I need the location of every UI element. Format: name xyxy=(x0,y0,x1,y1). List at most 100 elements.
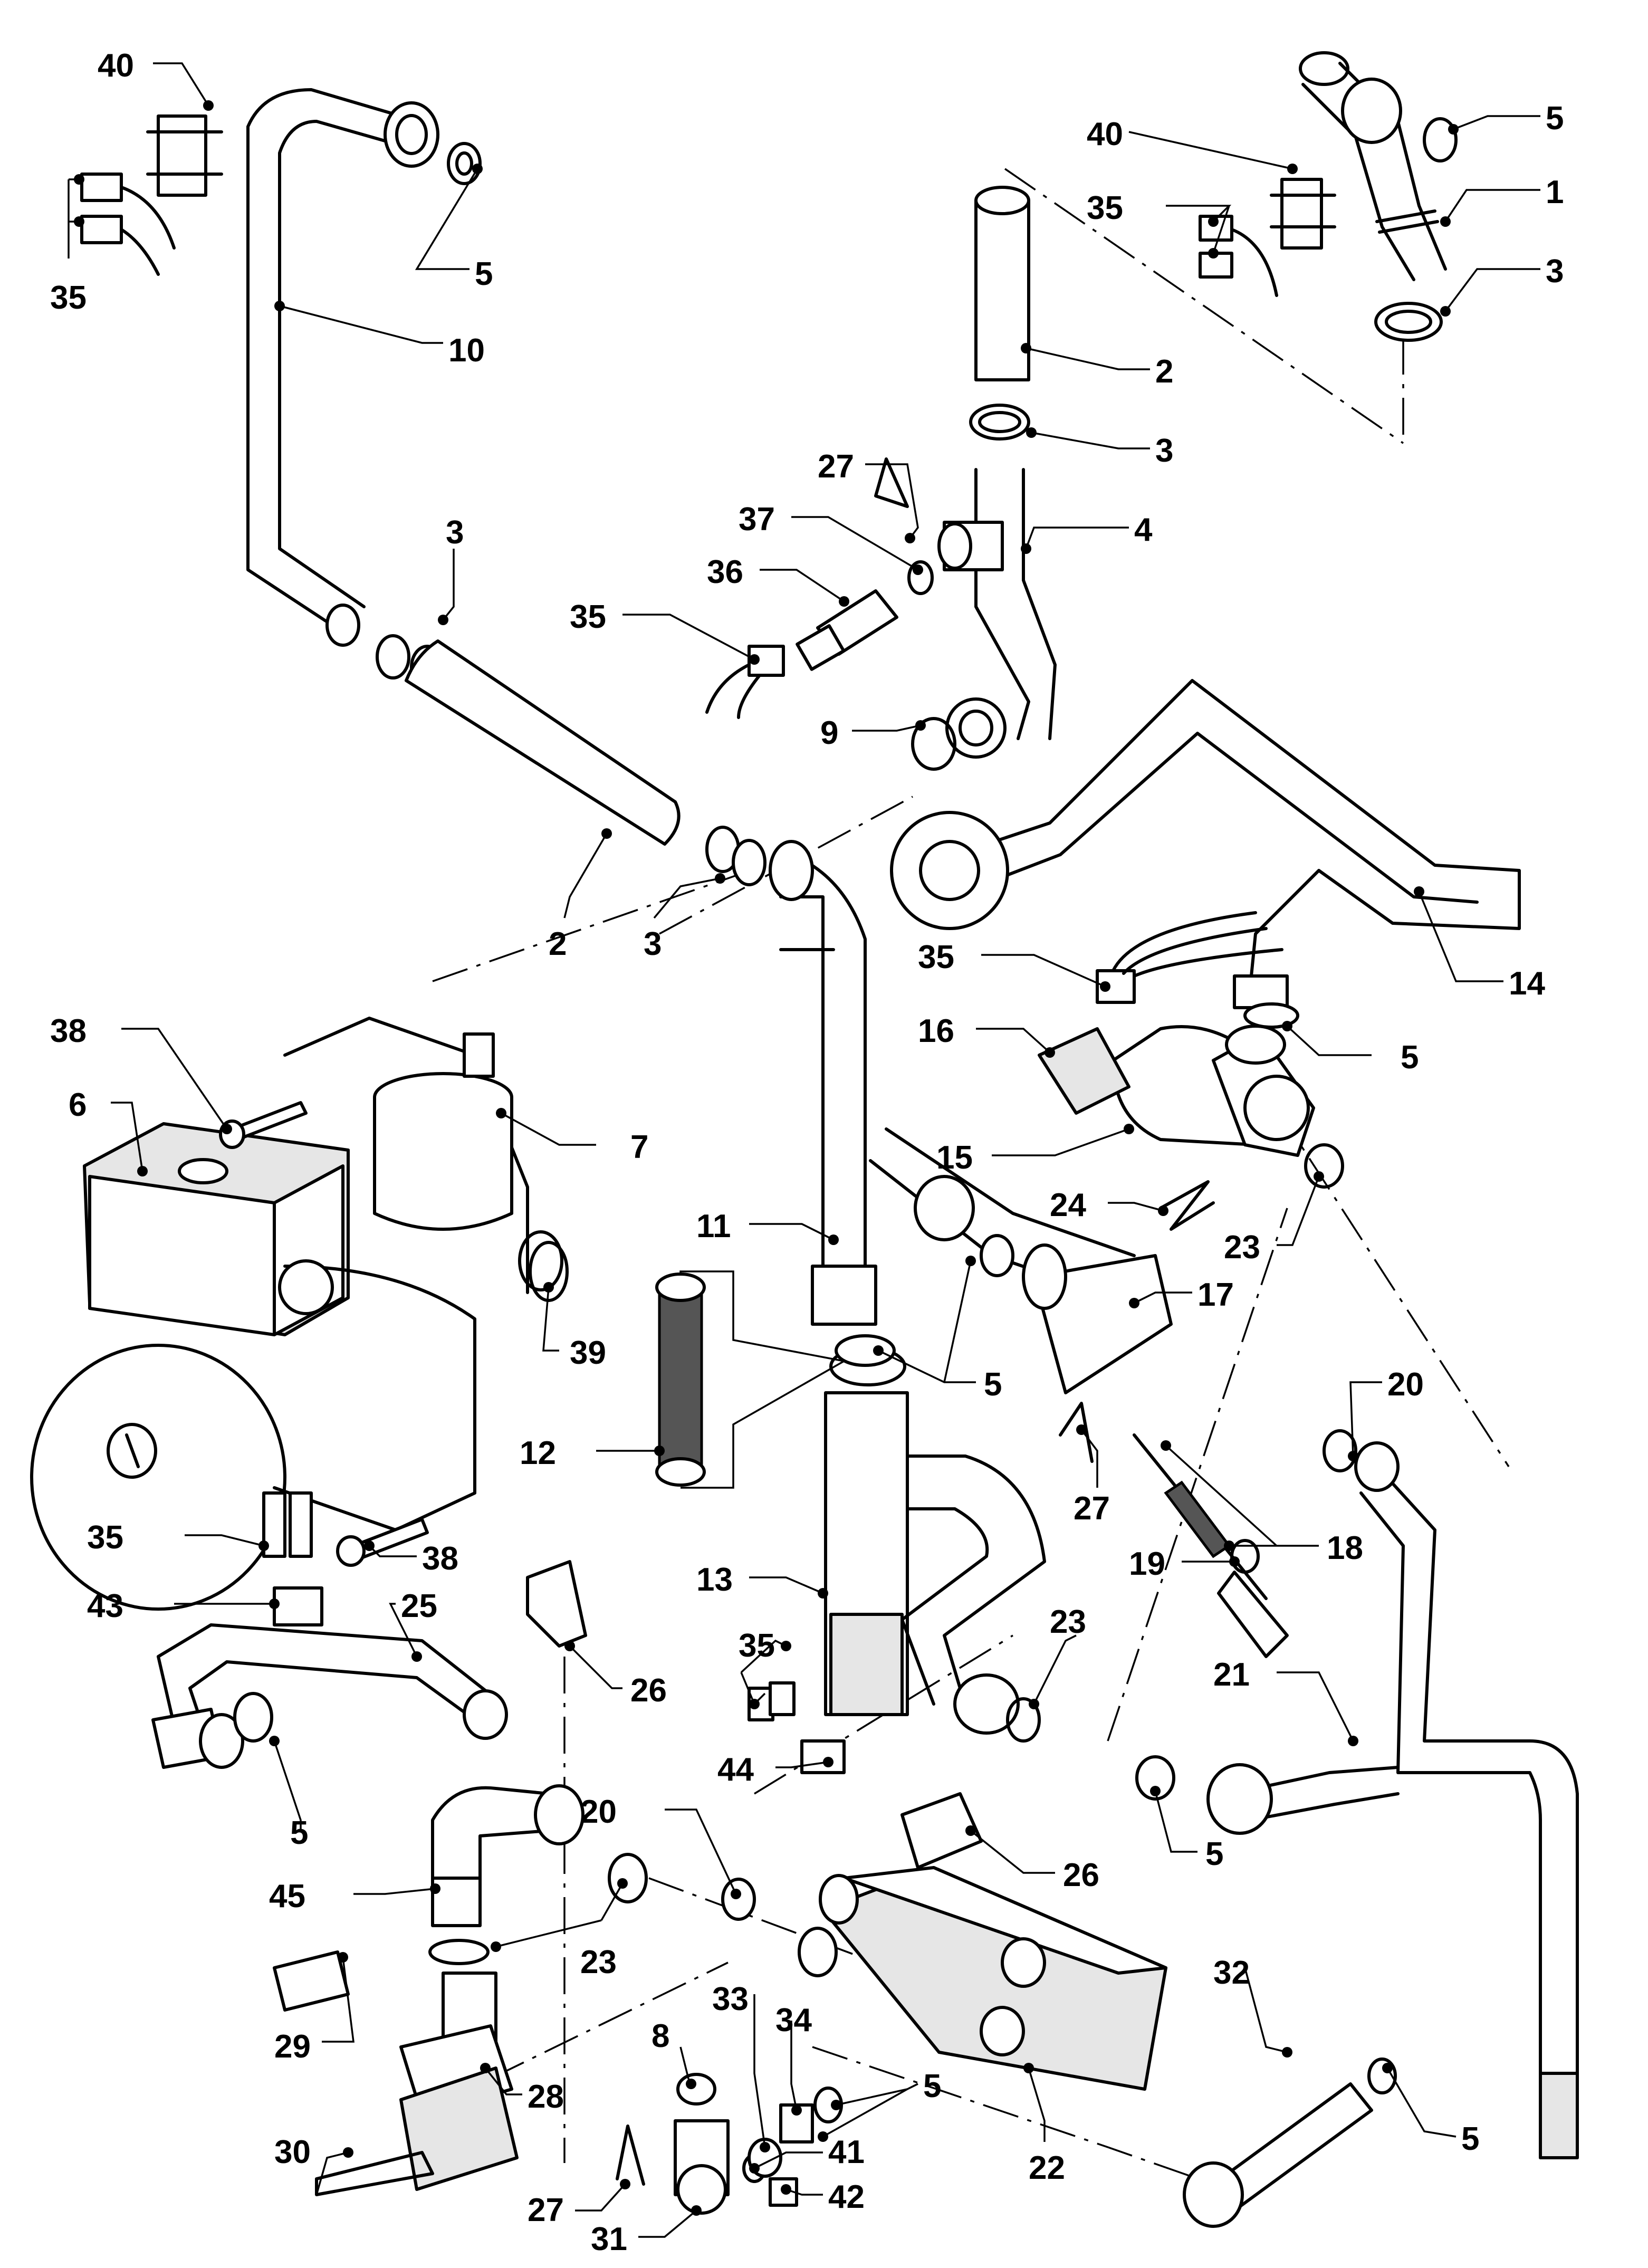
callout-11: 11 xyxy=(696,1208,731,1245)
leader-lines xyxy=(68,62,1540,2238)
part-5-washer-e xyxy=(980,1234,1014,1277)
callout-36: 36 xyxy=(707,554,743,590)
callout-28: 28 xyxy=(528,2079,564,2115)
callout-35: 35 xyxy=(1087,190,1123,226)
callout-1: 1 xyxy=(1546,174,1564,210)
part-26-clip-b xyxy=(900,1792,983,1869)
callout-3: 3 xyxy=(644,926,662,962)
callout-26: 26 xyxy=(630,1672,667,1709)
part-1-pipe xyxy=(1299,51,1447,281)
part-10-pipe xyxy=(246,88,439,647)
part-28-valve xyxy=(399,1972,519,2191)
part-2-tube-upper xyxy=(974,186,1030,381)
callout-4: 4 xyxy=(1134,512,1153,548)
callout-13: 13 xyxy=(696,1562,733,1598)
callout-5: 5 xyxy=(1461,2121,1479,2157)
callout-2: 2 xyxy=(1155,353,1173,390)
callout-38: 38 xyxy=(422,1540,458,1577)
callout-25: 25 xyxy=(401,1588,437,1624)
callout-20: 20 xyxy=(580,1794,617,1830)
callout-5: 5 xyxy=(1205,1836,1223,1872)
callout-33: 33 xyxy=(712,1981,749,2017)
part-7-vent xyxy=(373,1032,513,1231)
part-24-clip xyxy=(1159,1180,1215,1231)
callout-5: 5 xyxy=(475,256,493,292)
callout-3: 3 xyxy=(446,514,464,551)
callout-43: 43 xyxy=(87,1588,123,1624)
part-27-clip-a xyxy=(874,457,909,508)
part-5-washer-g xyxy=(233,1692,273,1743)
callout-26: 26 xyxy=(1063,1857,1099,1893)
callout-24: 24 xyxy=(1050,1187,1086,1223)
part-12-filter xyxy=(655,1270,847,1489)
callout-15: 15 xyxy=(936,1140,973,1176)
callout-17: 17 xyxy=(1197,1277,1234,1313)
part-3-clamp-a xyxy=(1374,302,1443,342)
part-44-connector xyxy=(800,1739,846,1774)
callout-34: 34 xyxy=(775,2002,812,2039)
part-5-washer-f xyxy=(1135,1755,1175,1801)
part-17-filter-body xyxy=(869,1127,1173,1394)
part-40-clip-b xyxy=(1270,178,1336,250)
part-38-screw-a xyxy=(219,1101,308,1149)
callout-labels: 40 35 5 10 40 35 5 1 3 2 3 27 4 37 36 35… xyxy=(50,47,1564,2257)
callout-5: 5 xyxy=(923,2068,941,2104)
callout-23: 23 xyxy=(1050,1604,1086,1640)
part-23-oring-a xyxy=(1304,1143,1344,1189)
callout-20: 20 xyxy=(1387,1366,1424,1403)
callout-35: 35 xyxy=(739,1628,775,1664)
part-2-tube-diagonal xyxy=(405,639,681,846)
part-39-oring xyxy=(518,1230,563,1291)
callout-12: 12 xyxy=(520,1435,556,1471)
callout-5: 5 xyxy=(1401,1039,1419,1076)
callout-5: 5 xyxy=(1546,100,1564,137)
part-40-clip-a xyxy=(146,114,223,197)
callout-14: 14 xyxy=(1509,965,1545,1002)
callout-35: 35 xyxy=(50,280,87,316)
part-35-connector-c xyxy=(705,645,785,719)
callout-6: 6 xyxy=(69,1087,87,1123)
part-45-pipe xyxy=(431,1784,585,1927)
part-25-pipe xyxy=(151,1623,508,1769)
part-11-13-pipe-vertical xyxy=(769,840,906,1386)
part-13-tee xyxy=(824,1391,1046,1735)
part-9-oring xyxy=(911,717,956,771)
part-18-19-spring xyxy=(1133,1433,1289,1658)
part-6-pump xyxy=(30,1017,569,1611)
callout-45: 45 xyxy=(269,1878,305,1915)
callout-18: 18 xyxy=(1327,1530,1363,1566)
callout-32: 32 xyxy=(1213,1955,1250,1991)
callout-5: 5 xyxy=(290,1815,308,1851)
callout-35: 35 xyxy=(87,1519,123,1556)
part-22-heat-exchanger xyxy=(798,1866,1167,2091)
part-23-oring-c xyxy=(428,1853,648,1965)
callout-3: 3 xyxy=(1546,253,1564,290)
part-35-connector-e xyxy=(262,1491,313,1558)
part-27-clip-b xyxy=(1059,1402,1094,1463)
callout-2: 2 xyxy=(549,926,567,962)
callout-21: 21 xyxy=(1213,1657,1250,1693)
callout-38: 38 xyxy=(50,1013,87,1049)
part-27-clip-c xyxy=(616,2125,645,2186)
part-8-31-valve xyxy=(674,2073,730,2215)
part-5-washer-d xyxy=(835,1334,896,1367)
callout-22: 22 xyxy=(1029,2150,1065,2186)
callout-31: 31 xyxy=(591,2221,627,2257)
part-5-washer-h xyxy=(1367,2058,1397,2094)
part-36-sensor xyxy=(796,589,898,671)
callout-23: 23 xyxy=(580,1944,617,1980)
callout-35: 35 xyxy=(918,939,954,975)
callout-40: 40 xyxy=(98,47,134,84)
callout-42: 42 xyxy=(828,2179,865,2215)
callout-27: 27 xyxy=(818,448,854,485)
part-3-clamp-b xyxy=(969,404,1030,441)
part-15-valve xyxy=(1112,1025,1315,1157)
part-5-washer-c xyxy=(1243,1002,1299,1029)
part-14-pipe xyxy=(890,679,1521,1009)
callout-19: 19 xyxy=(1129,1546,1165,1582)
part-21-pipe xyxy=(1206,1441,1579,2159)
callout-40: 40 xyxy=(1087,116,1123,152)
callout-8: 8 xyxy=(651,2018,669,2054)
part-30-clip xyxy=(315,2151,434,2196)
